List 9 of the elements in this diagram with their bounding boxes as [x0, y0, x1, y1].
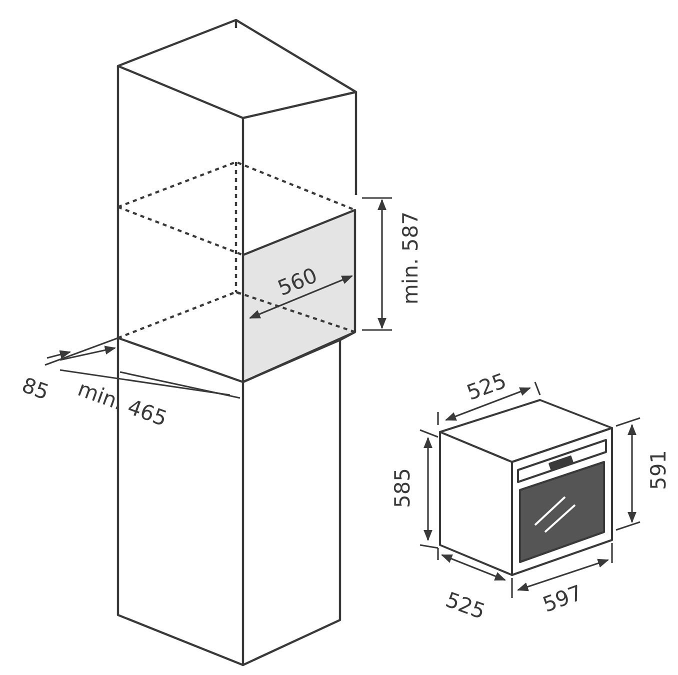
dimension-label: 597 — [540, 580, 586, 617]
dimension-label: 525 — [442, 588, 488, 624]
dimension-label: 591 — [646, 450, 671, 490]
dimension-label: 85 — [18, 372, 52, 405]
dimension-label: 560 — [274, 263, 321, 300]
dimension-label: 525 — [464, 368, 510, 405]
dimension-label: 585 — [390, 468, 415, 508]
dimension-label: min. 587 — [398, 211, 423, 305]
dimension-label: min. 465 — [74, 376, 170, 432]
